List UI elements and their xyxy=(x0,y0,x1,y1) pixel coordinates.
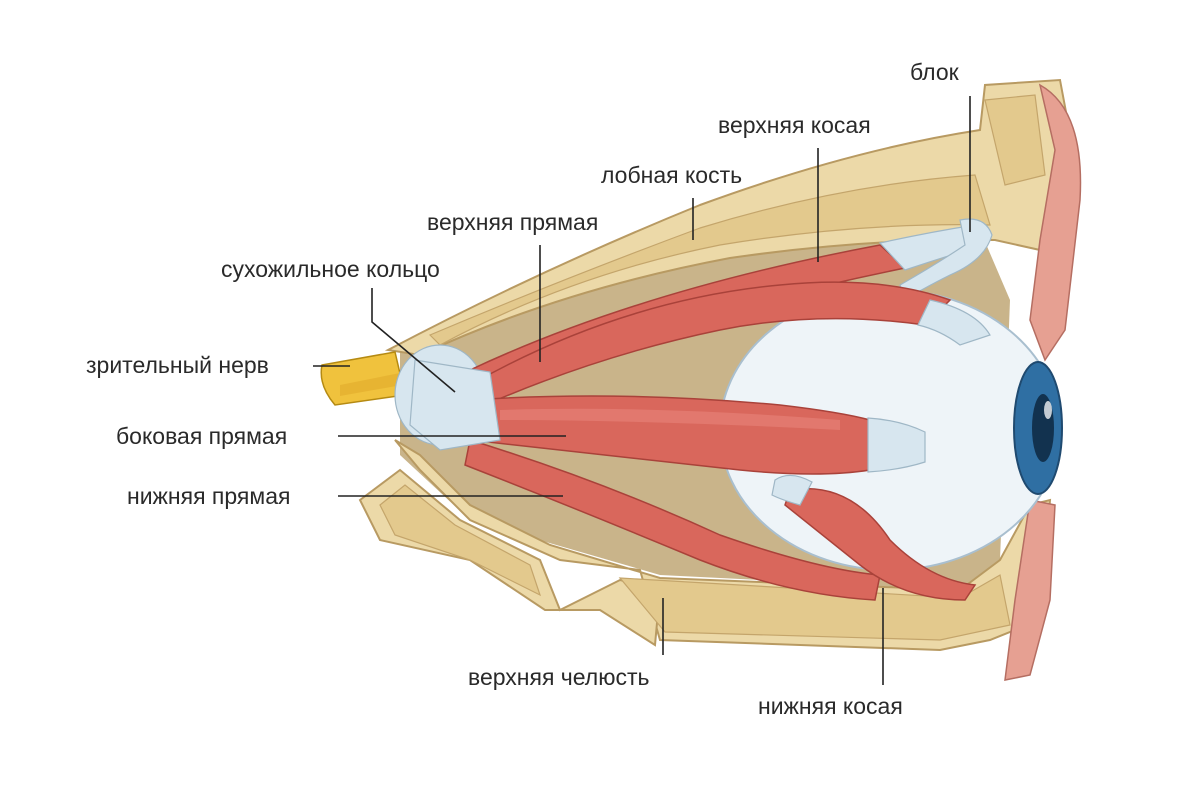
inferior-oblique-muscle xyxy=(784,487,977,601)
leader-annulus xyxy=(371,288,456,393)
lateral-rectus-highlight xyxy=(500,408,840,430)
superior-rectus-tendon xyxy=(917,299,991,346)
label-superior-oblique: верхняя косая xyxy=(718,112,871,138)
label-optic-nerve: зрительный нерв xyxy=(86,352,269,378)
label-inferior-rectus: нижняя прямая xyxy=(127,483,290,509)
superior-rectus-muscle xyxy=(468,281,952,406)
label-lateral-rectus: боковая прямая xyxy=(116,423,287,449)
frontal-sinus xyxy=(984,94,1046,186)
trochlea-loop xyxy=(899,218,993,301)
label-trochlea: блок xyxy=(910,59,960,85)
inferior-oblique-tendon xyxy=(771,474,813,506)
annulus-tendons xyxy=(409,359,501,451)
inferior-rectus-muscle xyxy=(464,439,881,601)
label-maxilla: верхняя челюсть xyxy=(468,664,650,690)
upper-eyelid xyxy=(1029,83,1082,362)
frontal-bone-spongy xyxy=(428,174,991,346)
label-annulus: сухожильное кольцо xyxy=(221,256,440,282)
maxilla-spongy xyxy=(379,484,542,597)
label-inferior-oblique: нижняя косая xyxy=(758,693,903,719)
label-frontal-bone: лобная кость xyxy=(601,162,742,188)
lower-eyelid xyxy=(1004,499,1056,681)
label-superior-rectus: верхняя прямая xyxy=(427,209,598,235)
lateral-rectus-tendon xyxy=(867,417,926,473)
optic-nerve-inner xyxy=(340,373,402,396)
